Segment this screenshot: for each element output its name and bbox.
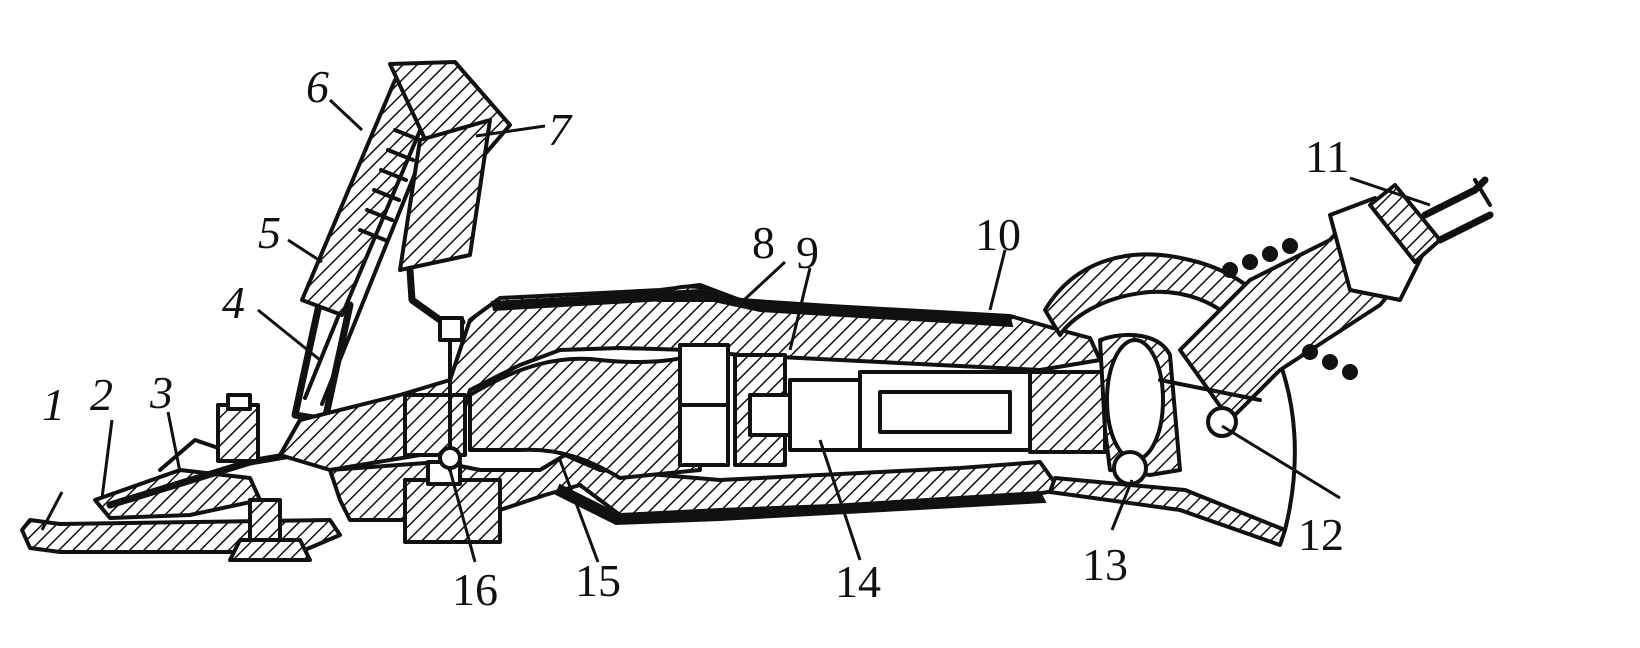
label-5: 5 xyxy=(258,207,281,258)
rear-drive-connector xyxy=(1158,176,1494,438)
label-3: 3 xyxy=(149,367,173,418)
leader-lines xyxy=(40,98,1431,563)
label-11: 11 xyxy=(1305,131,1349,182)
label-10: 10 xyxy=(975,209,1021,260)
label-16: 16 xyxy=(452,564,498,615)
label-4: 4 xyxy=(222,277,245,328)
rear-eccentric xyxy=(1043,252,1297,547)
label-14: 14 xyxy=(835,556,881,607)
label-8: 8 xyxy=(752,217,775,268)
label-12: 12 xyxy=(1298,509,1344,560)
label-15: 15 xyxy=(575,555,621,606)
label-7: 7 xyxy=(548,104,573,155)
label-2: 2 xyxy=(90,369,113,420)
part-labels: 1 2 3 4 5 6 7 8 9 10 11 12 13 14 15 16 xyxy=(42,61,1349,615)
comb-and-cutter-assembly xyxy=(20,393,342,562)
label-6: 6 xyxy=(306,61,329,112)
label-9: 9 xyxy=(796,227,819,278)
label-1: 1 xyxy=(42,379,65,430)
label-13: 13 xyxy=(1082,539,1128,590)
main-housing xyxy=(278,283,1102,526)
